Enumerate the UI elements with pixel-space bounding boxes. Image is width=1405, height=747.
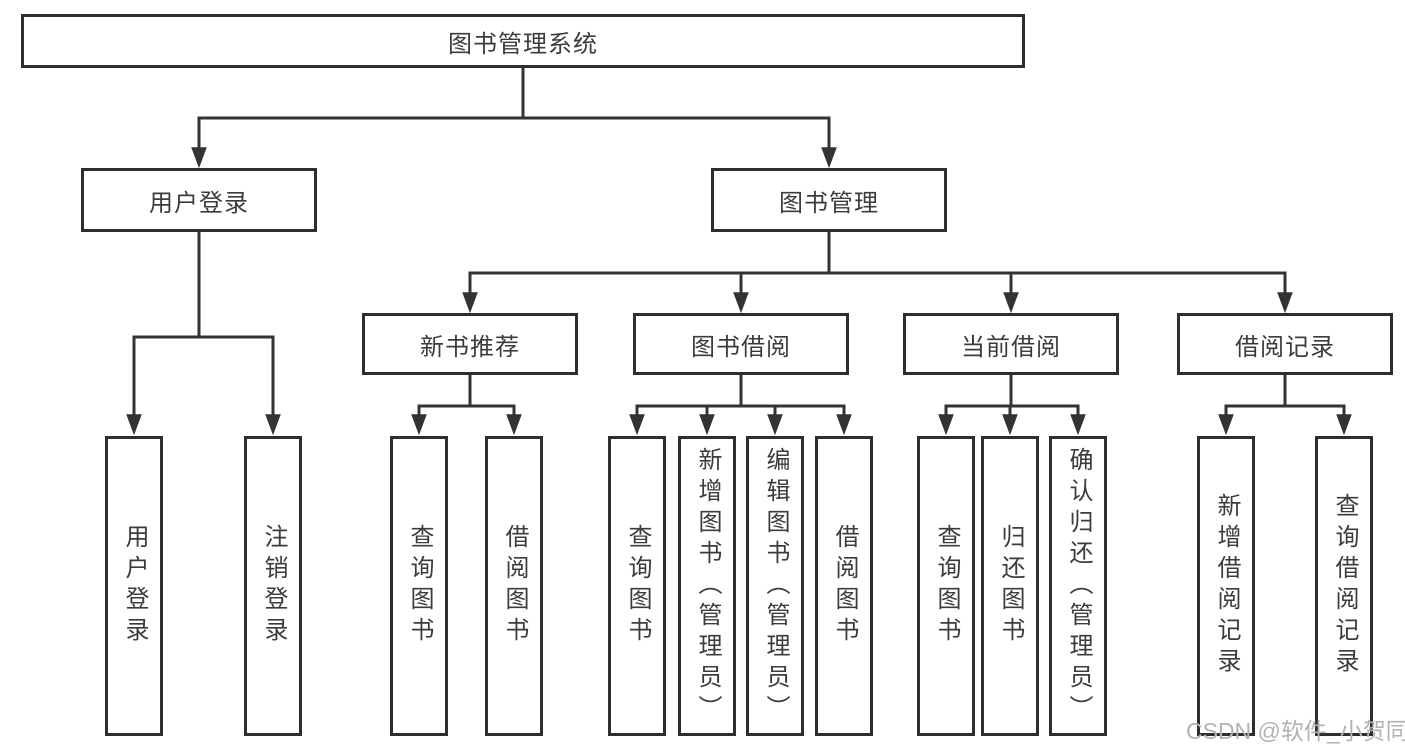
leaf-cb-confirm-return-admin: 确认归还（管理员） <box>1049 436 1107 736</box>
edge-to-leaf-logout <box>199 335 281 436</box>
leaf-cb-query-books: 查询图书 <box>917 436 975 736</box>
edge-cb-query <box>938 404 1011 436</box>
leaf-cb-return-books: 归还图书 <box>981 436 1039 736</box>
node-book-borrowing: 图书借阅 <box>633 313 849 375</box>
leaf-br-query-record: 查询借阅记录 <box>1315 436 1373 736</box>
leaf-br-add-record: 新增借阅记录 <box>1197 436 1255 736</box>
node-new-book-recommendation: 新书推荐 <box>362 313 578 375</box>
leaf-bb-edit-books-admin: 编辑图书（管理员） <box>746 436 804 736</box>
leaf-bb-add-books-admin: 新增图书（管理员） <box>678 436 736 736</box>
edge-nbr-query <box>411 404 470 436</box>
edge-bb-edit <box>741 404 783 436</box>
edge-bb-borrow <box>741 404 852 436</box>
edge-br-query <box>1285 404 1352 436</box>
node-library-management-system: 图书管理系统 <box>21 14 1025 68</box>
node-current-borrowing: 当前借阅 <box>903 313 1119 375</box>
edge-to-current-borrow <box>829 271 1019 314</box>
edge-to-new-book-rec <box>462 271 829 314</box>
edge-cb-return <box>1002 404 1018 436</box>
leaf-nbr-borrow-books: 借阅图书 <box>485 436 543 736</box>
edge-nbr-borrow <box>470 404 522 436</box>
leaf-nbr-query-books: 查询图书 <box>390 436 448 736</box>
edge-bb-add <box>699 404 741 436</box>
node-user-login: 用户登录 <box>81 168 317 232</box>
node-borrowing-records: 借阅记录 <box>1177 313 1393 375</box>
leaf-bb-query-books: 查询图书 <box>608 436 666 736</box>
edge-to-book-borrow <box>733 271 829 314</box>
edge-cb-confirm <box>1011 404 1086 436</box>
leaf-bb-borrow-books: 借阅图书 <box>815 436 873 736</box>
edge-root-to-user-login <box>191 116 523 169</box>
leaf-user-login: 用户登录 <box>105 436 163 736</box>
leaf-logout: 注销登录 <box>244 436 302 736</box>
edge-to-borrow-records <box>829 271 1293 314</box>
edge-root-to-book-mgmt <box>523 116 837 169</box>
node-book-management: 图书管理 <box>711 168 947 232</box>
edge-bb-query <box>629 404 741 436</box>
edge-to-leaf-user-login <box>126 335 199 436</box>
edge-br-add <box>1218 404 1285 436</box>
